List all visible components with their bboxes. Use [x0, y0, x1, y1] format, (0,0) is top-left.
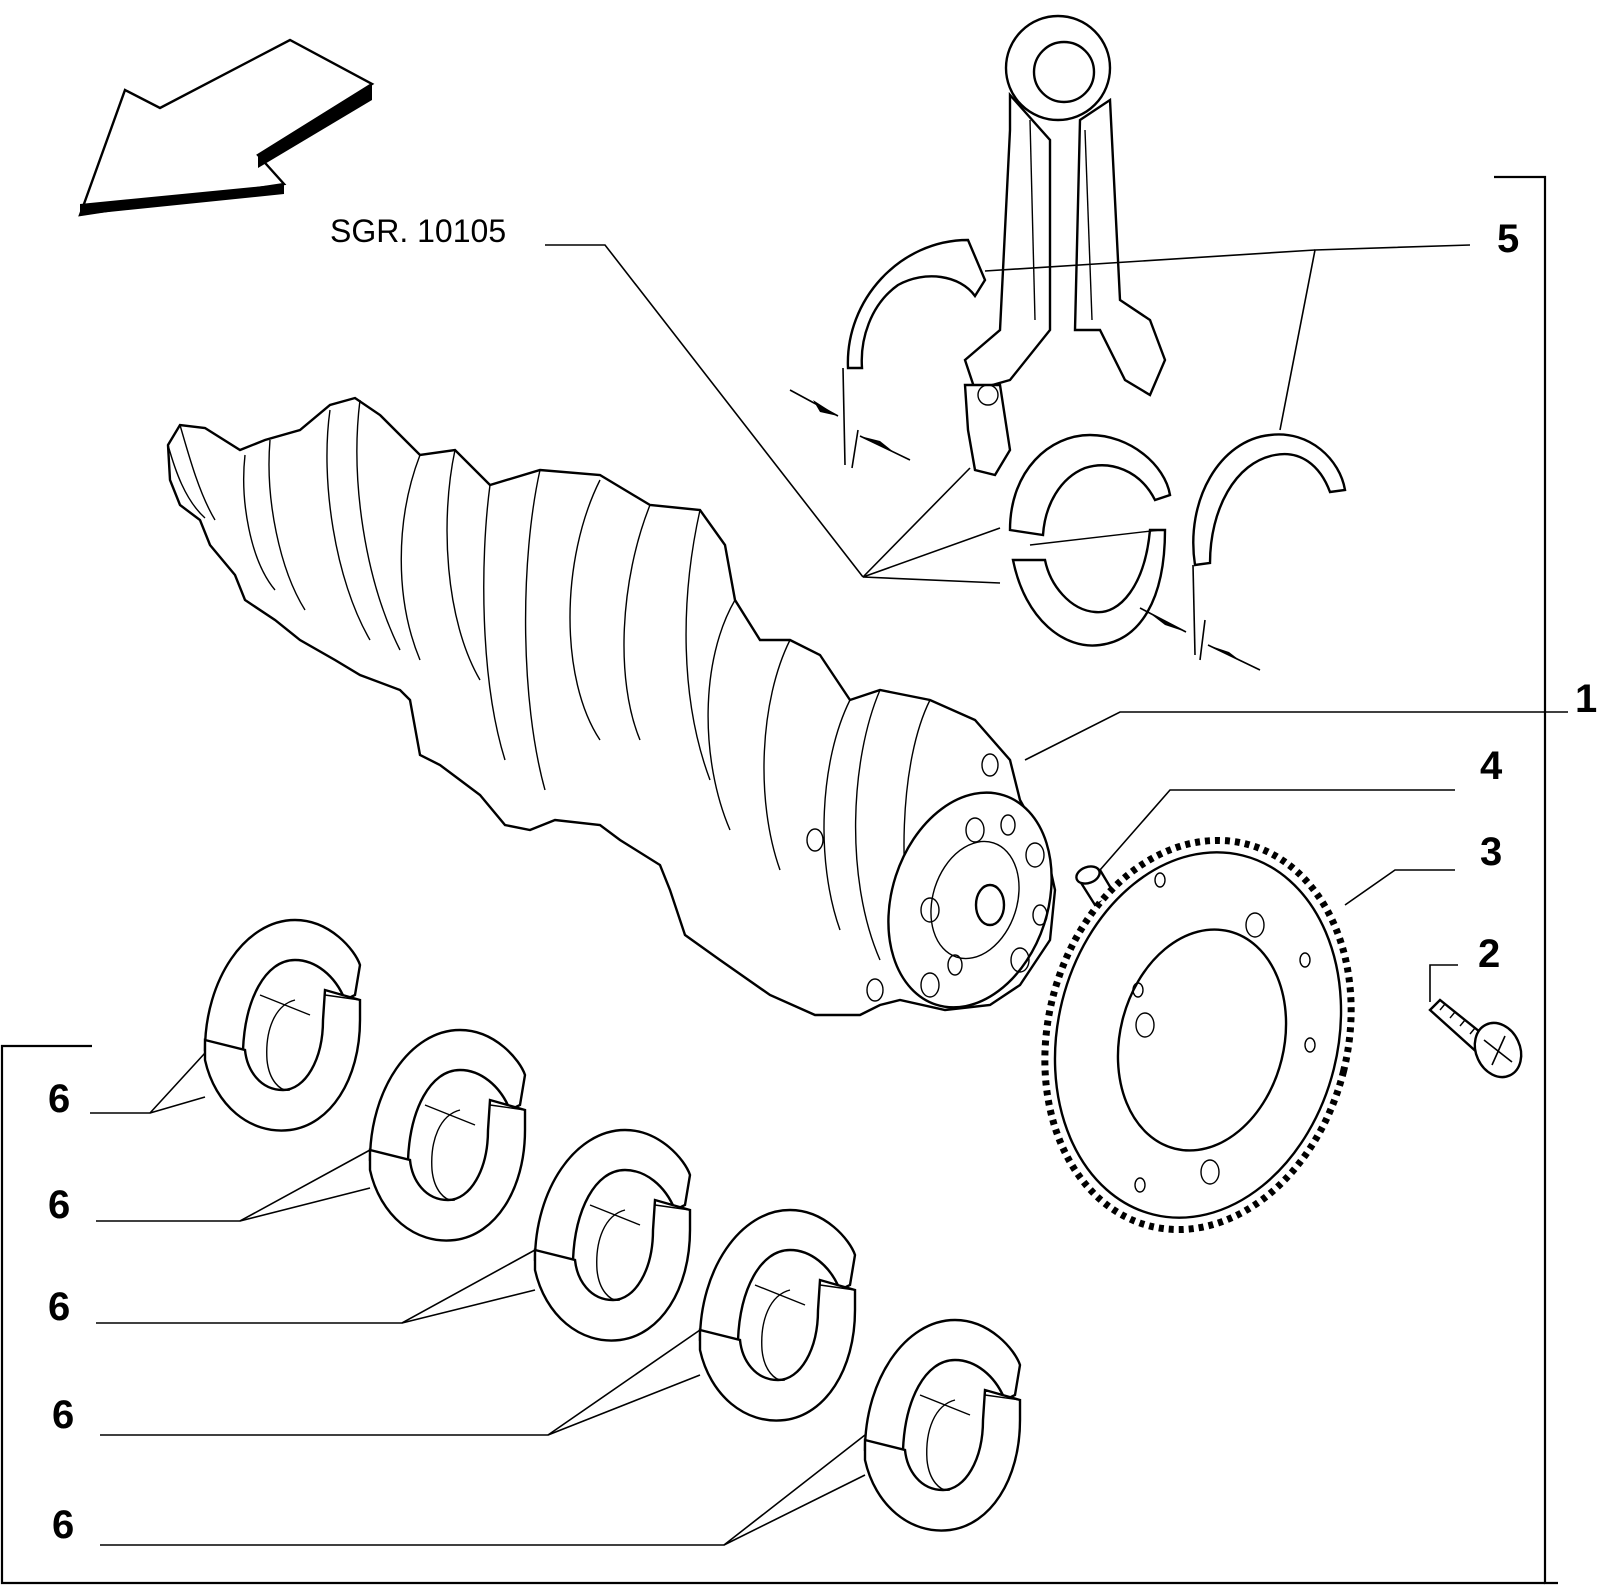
conrod-bearing-ring-left-icon	[789, 238, 987, 469]
callout-6-d: 6	[52, 1393, 74, 1437]
callout-5: 5	[1497, 217, 1519, 261]
callout-1: 1	[1575, 677, 1597, 721]
reference-label: SGR. 10105	[330, 213, 506, 249]
orientation-arrow-icon	[78, 38, 375, 217]
bearing-shell-icon	[533, 1128, 692, 1342]
callout-6-b: 6	[48, 1183, 70, 1227]
conrod-bearing-shell-icon	[1008, 433, 1172, 647]
bearing-shell-icon	[698, 1208, 857, 1422]
conrod-bearing-ring-right-icon	[1139, 433, 1347, 671]
gear-icon	[1041, 836, 1355, 1234]
callout-4: 4	[1480, 744, 1503, 788]
labels: SGR. 10105 5 1 4 3 2 6 6 6 6 6	[48, 213, 1597, 1547]
connecting-rod-icon	[963, 14, 1167, 477]
group-bracket-bottom-left	[0, 1044, 1545, 1585]
callout-6-a: 6	[48, 1077, 70, 1121]
bearing-shell-icon	[368, 1028, 527, 1242]
bearing-shell-icon	[863, 1318, 1022, 1532]
bearing-shell-icon	[203, 918, 362, 1132]
callout-6-e: 6	[52, 1503, 74, 1547]
group-bracket-top-right	[1494, 175, 1558, 1585]
screw-icon	[1428, 998, 1523, 1079]
leader-lines	[90, 244, 1568, 1546]
callout-2: 2	[1478, 932, 1500, 976]
main-bearing-shells	[203, 918, 1022, 1532]
callout-3: 3	[1480, 830, 1502, 874]
crankshaft-icon	[166, 396, 1057, 1017]
callout-6-c: 6	[48, 1285, 70, 1329]
